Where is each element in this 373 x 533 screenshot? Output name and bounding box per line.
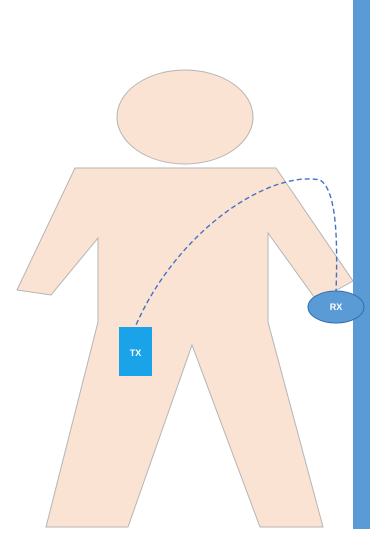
tx-label: TX bbox=[130, 348, 142, 358]
human-body bbox=[17, 168, 353, 527]
rx-label: RX bbox=[330, 302, 343, 312]
rx-device: RX bbox=[308, 291, 364, 323]
tx-device: TX bbox=[119, 327, 152, 376]
head bbox=[117, 70, 253, 164]
wall-panel bbox=[353, 0, 370, 529]
